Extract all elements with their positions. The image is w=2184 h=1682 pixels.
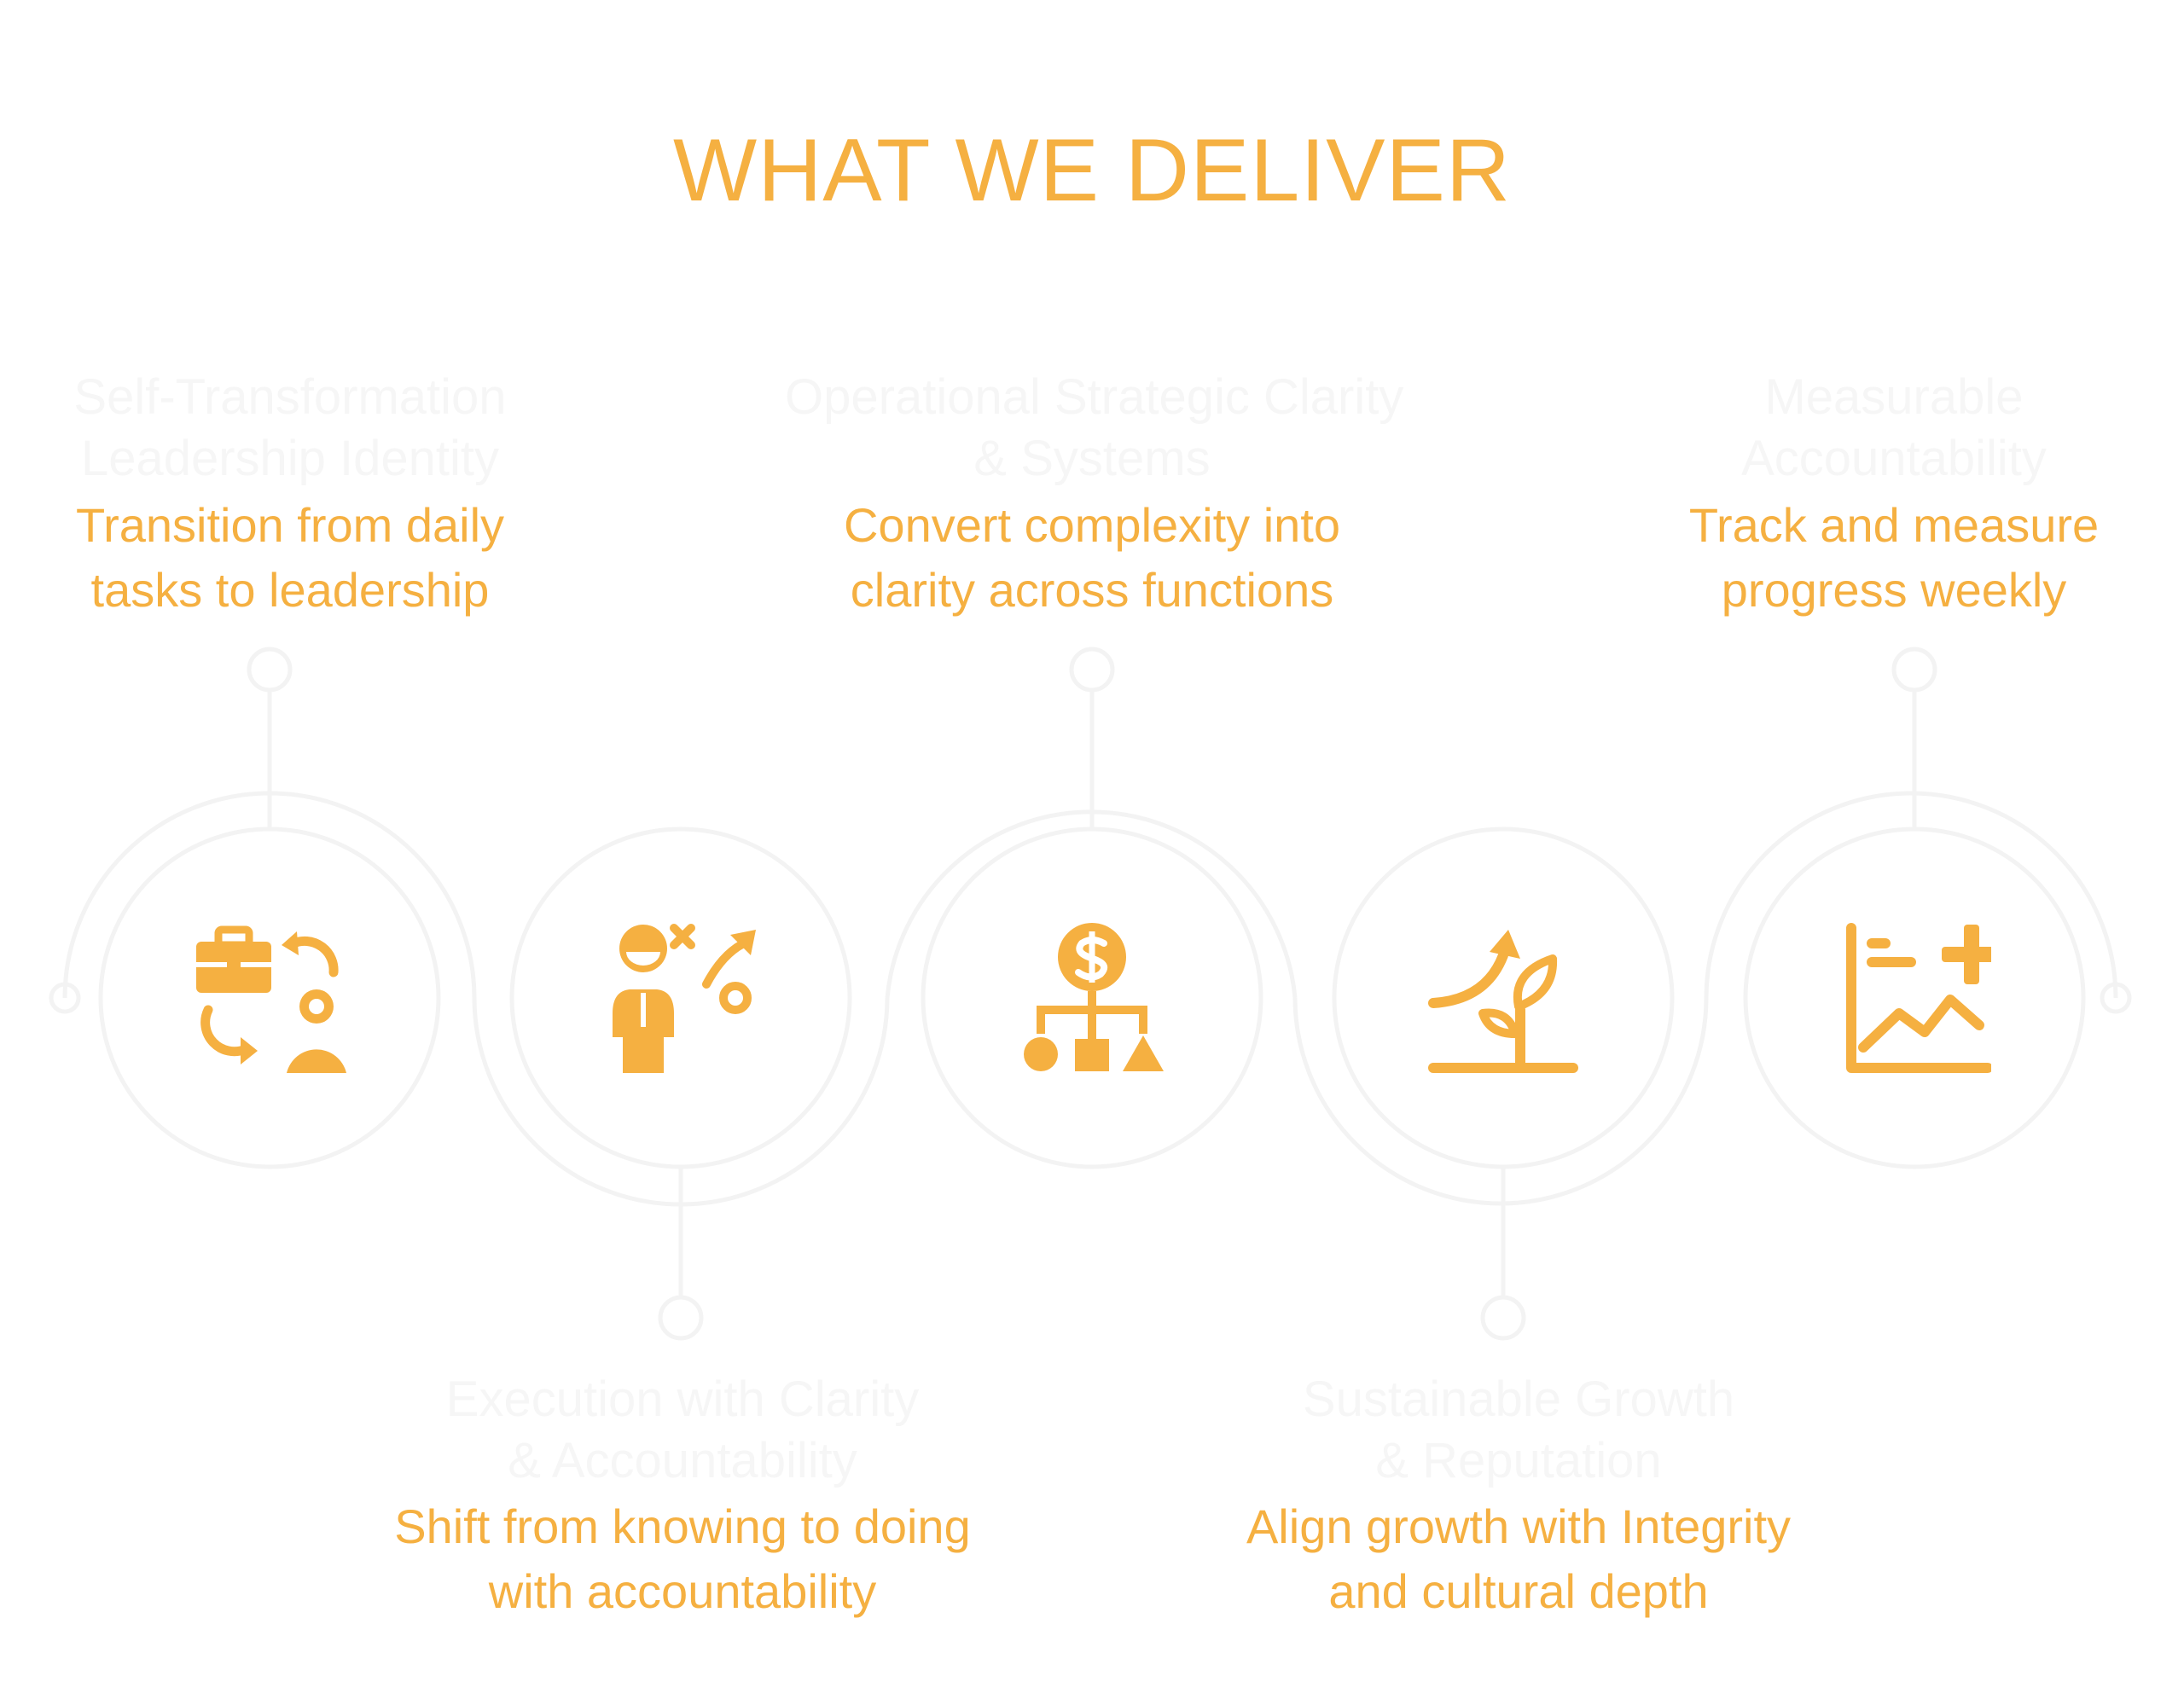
icon-ring	[1332, 826, 1675, 1169]
item-2-description: Shift from knowing to doing with account…	[394, 1499, 971, 1618]
item-4-heading: Sustainable Growth & Reputation	[1302, 1372, 1735, 1488]
connector-dot	[1480, 1295, 1526, 1341]
connector-dot	[1069, 647, 1115, 693]
item-3-description: Convert complexity into clarity across f…	[843, 498, 1340, 617]
connector-dot	[658, 1295, 704, 1341]
briefcase-swap-person-icon	[196, 925, 346, 1073]
growth-plant-icon	[1428, 930, 1578, 1073]
item-1-heading: Self-Transformation Leadership Identity	[73, 369, 507, 486]
strategy-person-icon	[613, 924, 756, 1073]
connector-dot	[1891, 647, 1937, 693]
item-2-heading: Execution with Clarity & Accountability	[445, 1372, 920, 1488]
item-5-description: Track and measure progress weekly	[1688, 498, 2100, 617]
timeline-arc	[1292, 997, 1709, 1206]
dollar-org-chart-icon	[1024, 923, 1164, 1071]
icon-ring	[509, 826, 852, 1169]
timeline-arc	[1704, 791, 2118, 999]
icon-ring	[1743, 826, 2086, 1169]
icon-ring	[921, 826, 1263, 1169]
item-1-description: Transition from daily tasks to leadershi…	[75, 498, 505, 617]
icon-ring	[98, 826, 441, 1169]
page-title: WHAT WE DELIVER	[673, 121, 1511, 220]
connector-dot	[247, 647, 293, 693]
item-4-description: Align growth with Integrity and cultural…	[1246, 1499, 1792, 1618]
chart-plus-icon	[1846, 923, 1991, 1073]
item-5-heading: Measurable Accountability	[1741, 369, 2047, 486]
item-3-heading: Operational Strategic Clarity & Systems	[785, 369, 1404, 486]
